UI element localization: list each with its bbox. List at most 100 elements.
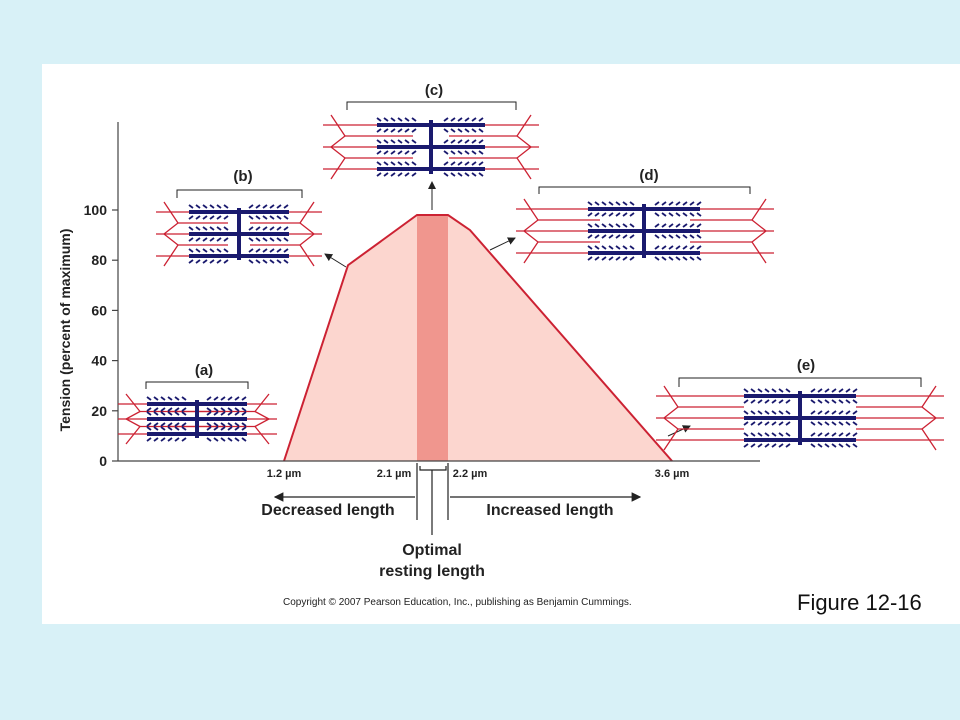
myosin-head (174, 411, 180, 427)
myosin-head (845, 432, 851, 448)
myosin-head (234, 396, 240, 412)
myosin-head (390, 117, 396, 133)
myosin-head (174, 396, 180, 412)
myosin-head (234, 426, 240, 442)
myosin-head (223, 248, 229, 264)
ytick-label: 80 (91, 252, 107, 268)
myosin-head (608, 201, 614, 217)
label-d: (d) (639, 167, 658, 184)
myosin-head (464, 161, 470, 177)
myosin-head (457, 139, 463, 155)
xtick-label-3: 2.2 µm (453, 468, 488, 480)
myosin-head (188, 226, 194, 242)
label-c: (c) (425, 82, 443, 99)
myosin-head (167, 396, 173, 412)
myosin-head (675, 223, 681, 239)
myosin-head (209, 248, 215, 264)
myosin-head (443, 139, 449, 155)
myosin-head (689, 245, 695, 261)
myosin-head (743, 410, 749, 426)
myosin-head (153, 411, 159, 427)
pointer-arrows (324, 181, 691, 437)
myosin-head (785, 388, 791, 404)
myosin-head (471, 139, 477, 155)
myosin-head (810, 388, 816, 404)
myosin-head (202, 248, 208, 264)
myosin-head (831, 410, 837, 426)
myosin-head (202, 204, 208, 220)
myosin-head (743, 432, 749, 448)
myosin-head (852, 410, 858, 426)
label-e: (e) (797, 357, 815, 374)
myosin-head (146, 426, 152, 442)
myosin-head (223, 204, 229, 220)
myosin-head (181, 426, 187, 442)
myosin-head (615, 245, 621, 261)
myosin-head (478, 161, 484, 177)
myosin-head (750, 388, 756, 404)
myosin-head (390, 161, 396, 177)
myosin-head (216, 248, 222, 264)
myosin-head (771, 432, 777, 448)
myosin-head (689, 201, 695, 217)
myosin-head (594, 245, 600, 261)
sarcomere-diagram-c (323, 114, 539, 180)
sarcomere-diagram-d (516, 198, 774, 264)
myosin-head (241, 396, 247, 412)
myosin-head (241, 411, 247, 427)
myosin-head (838, 388, 844, 404)
myosin-head (216, 226, 222, 242)
myosin-head (269, 226, 275, 242)
myosin-head (682, 245, 688, 261)
myosin-head (689, 223, 695, 239)
myosin-head (778, 432, 784, 448)
myosin-head (202, 226, 208, 242)
myosin-head (668, 223, 674, 239)
myosin-head (743, 388, 749, 404)
myosin-head (831, 388, 837, 404)
myosin-head (852, 388, 858, 404)
myosin-head (845, 388, 851, 404)
myosin-head (283, 248, 289, 264)
myosin-head (276, 248, 282, 264)
ytick-label: 40 (91, 353, 107, 369)
myosin-head (457, 161, 463, 177)
ytick-label: 100 (84, 202, 108, 218)
myosin-head (675, 201, 681, 217)
myosin-head (757, 388, 763, 404)
optimal-label-line1: Optimal (402, 542, 462, 559)
myosin-head (629, 223, 635, 239)
myosin-head (608, 245, 614, 261)
myosin-head (817, 432, 823, 448)
myosin-head (594, 201, 600, 217)
myosin-head (615, 201, 621, 217)
myosin-head (817, 388, 823, 404)
myosin-head (785, 410, 791, 426)
myosin-head (255, 248, 261, 264)
myosin-head (831, 432, 837, 448)
myosin-head (241, 426, 247, 442)
myosin-head (167, 426, 173, 442)
myosin-head (220, 426, 226, 442)
tension-area-fill (284, 215, 672, 461)
myosin-head (443, 161, 449, 177)
myosin-head (397, 117, 403, 133)
myosin-head (181, 411, 187, 427)
increased-length-label: Increased length (486, 502, 613, 519)
myosin-head (188, 204, 194, 220)
label-b: (b) (233, 168, 252, 185)
decreased-length-label: Decreased length (261, 502, 394, 519)
myosin-head (587, 245, 593, 261)
myosin-head (654, 223, 660, 239)
sarcomere-brackets (145, 101, 922, 389)
myosin-head (594, 223, 600, 239)
myosin-head (601, 201, 607, 217)
myosin-head (661, 223, 667, 239)
myosin-head (195, 248, 201, 264)
myosin-head (213, 426, 219, 442)
myosin-head (220, 411, 226, 427)
myosin-head (404, 117, 410, 133)
myosin-head (443, 117, 449, 133)
myosin-head (764, 432, 770, 448)
